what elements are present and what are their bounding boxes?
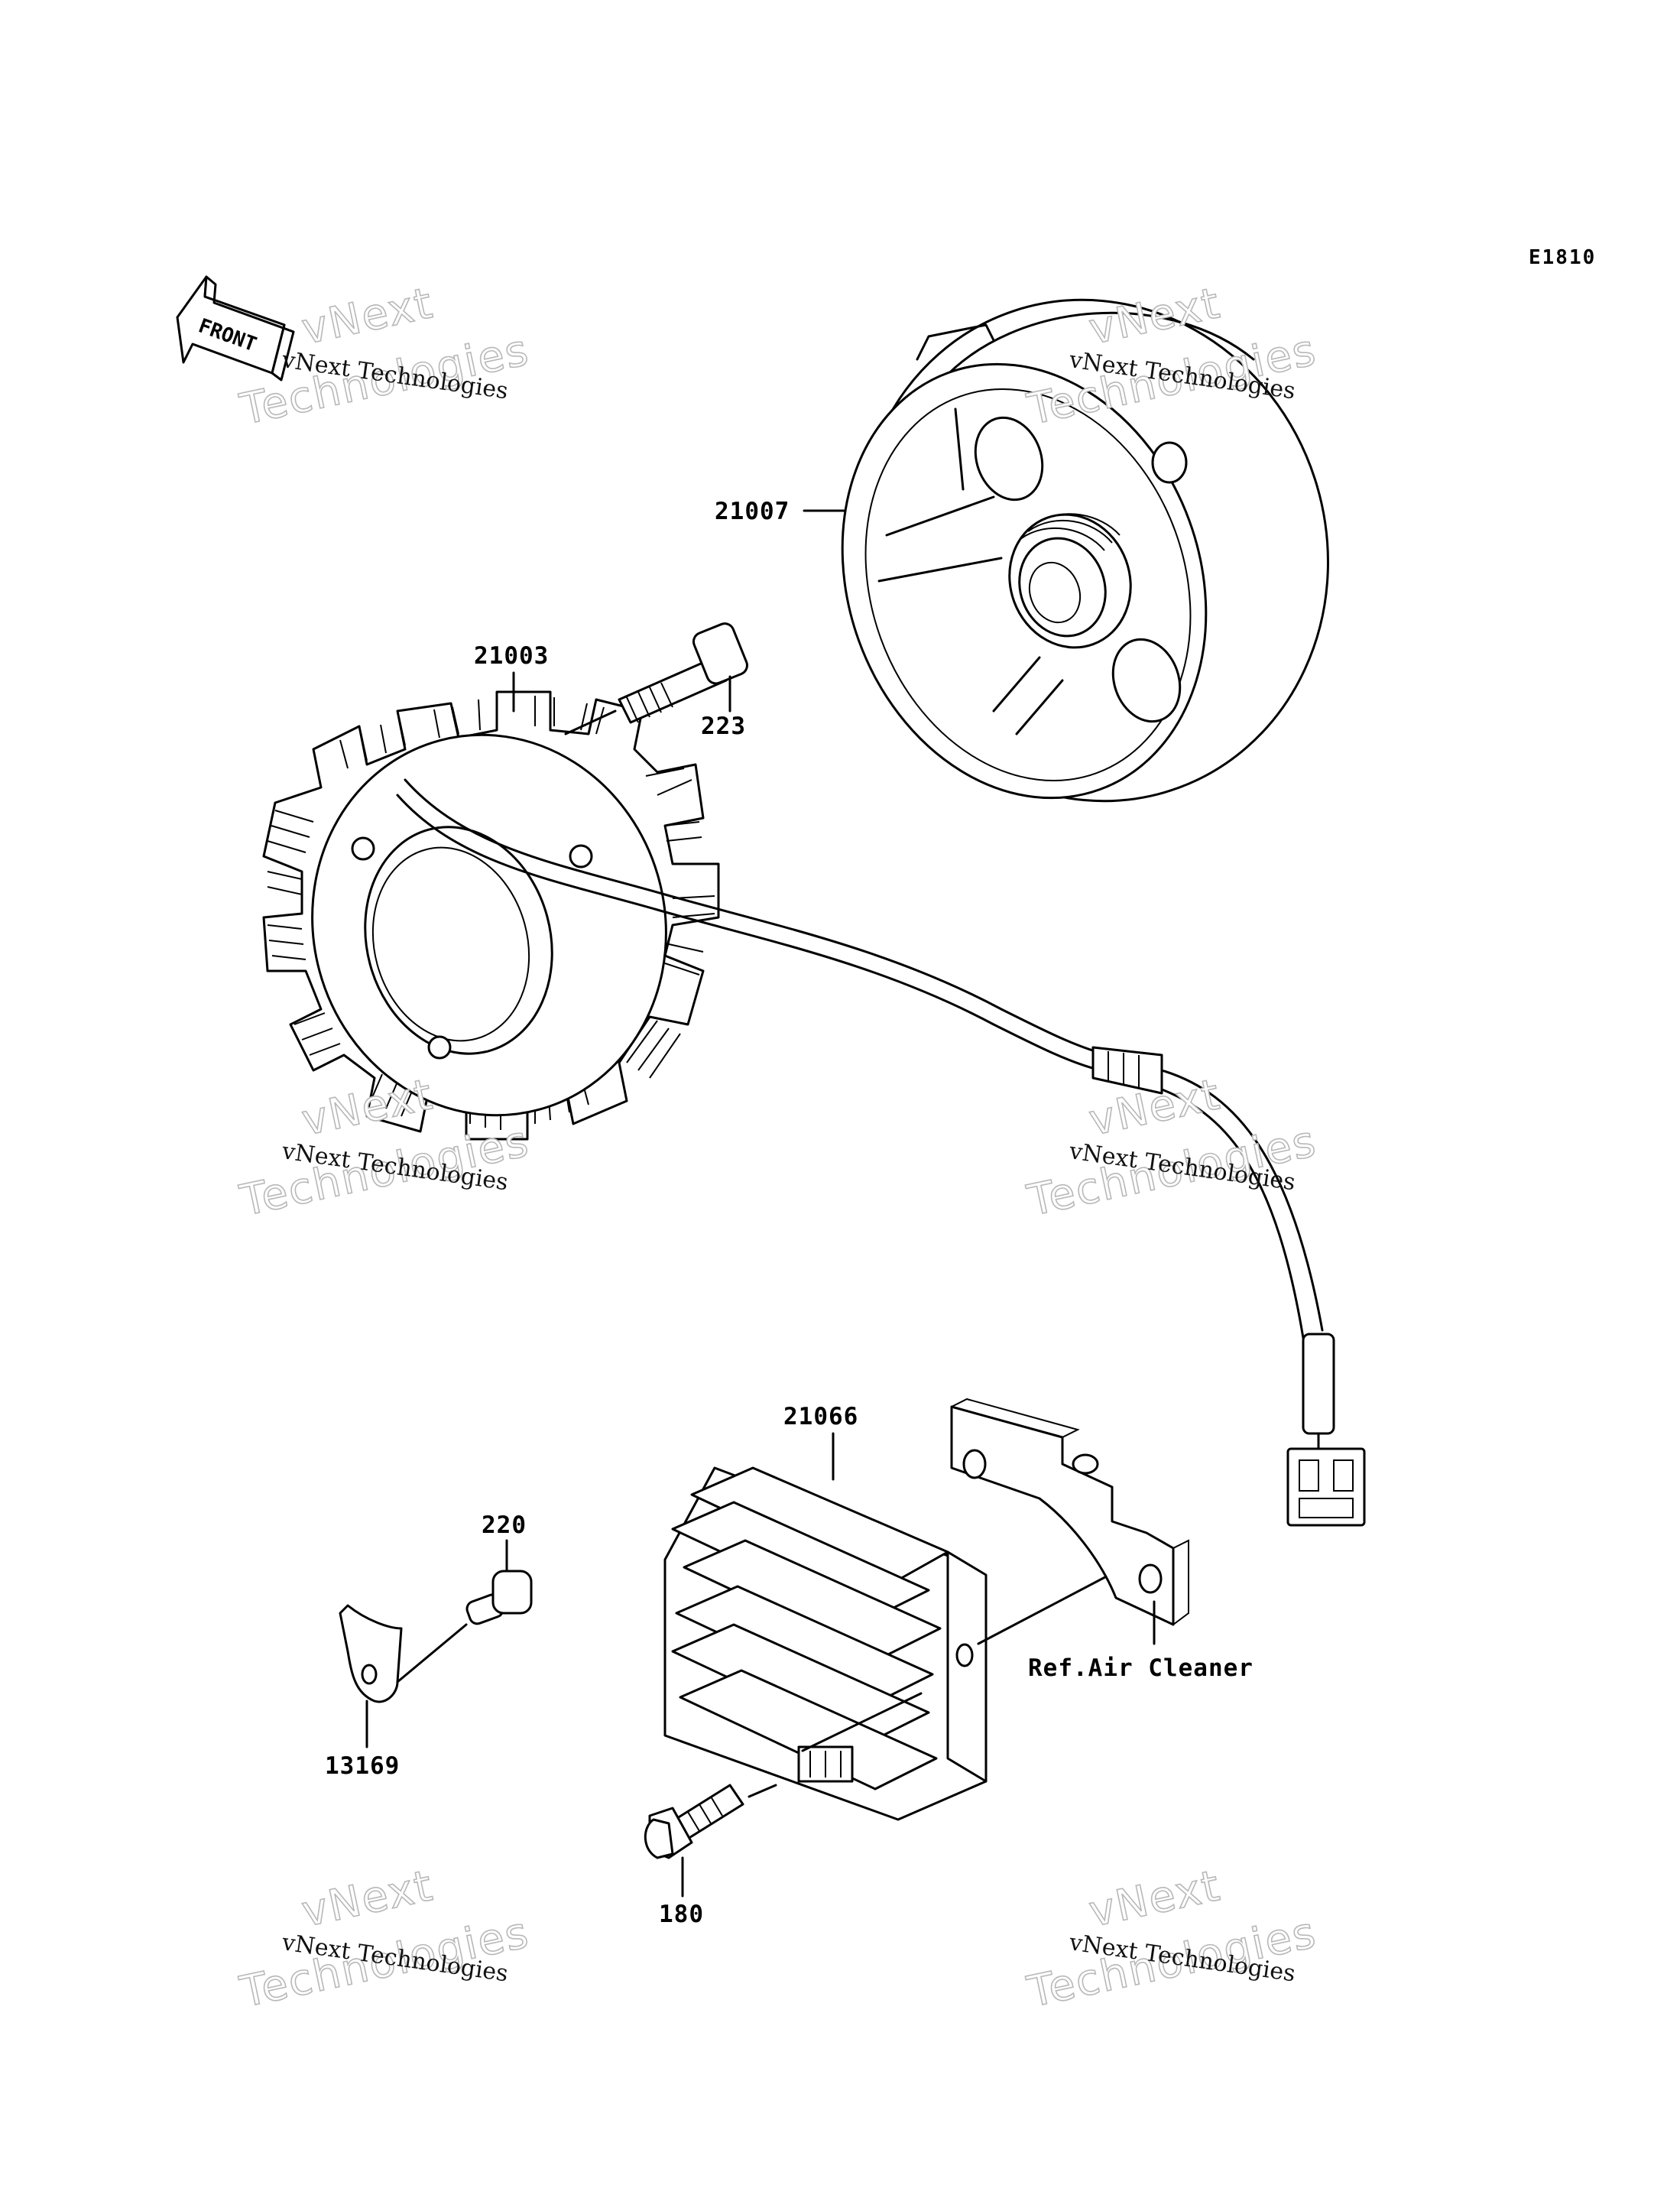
part-label-stator: 21003	[474, 642, 549, 670]
watermark-brand: vNext	[297, 1070, 437, 1146]
part-label-flywheel: 21007	[715, 498, 790, 525]
stator-bolt-part	[564, 622, 748, 735]
watermark-brand: vNext	[1085, 1861, 1224, 1937]
clamp-bolt-part	[396, 1539, 533, 1683]
flywheel-part	[803, 298, 1329, 803]
reference-note: Ref.Air Cleaner	[1028, 1654, 1254, 1682]
watermark-bottom-left: vNext Technologies vNext Technologies	[235, 1860, 534, 2018]
clamp-part	[339, 1604, 403, 1748]
part-label-stator-bolt: 223	[701, 713, 746, 740]
regulator-bolt-part	[644, 1784, 777, 1898]
watermark-brand: vNext	[297, 278, 437, 355]
part-label-clamp: 13169	[325, 1752, 400, 1780]
front-arrow-icon: FRONT	[176, 275, 295, 381]
watermark-bottom-right: vNext Technologies vNext Technologies	[1023, 1860, 1322, 2018]
part-label-regulator: 21066	[783, 1403, 858, 1430]
stator-part	[262, 671, 720, 1141]
diagram-code: E1810	[1529, 246, 1596, 269]
regulator-part	[663, 1432, 1133, 1821]
watermark-mid-right: vNext Technologies vNext Technologies	[1023, 1069, 1322, 1226]
part-label-clamp-bolt: 220	[482, 1511, 527, 1539]
wire-harness	[396, 778, 1366, 1527]
air-cleaner-bracket	[950, 1398, 1189, 1645]
watermark-brand: vNext	[297, 1861, 437, 1937]
part-label-regulator-bolt: 180	[659, 1901, 704, 1928]
